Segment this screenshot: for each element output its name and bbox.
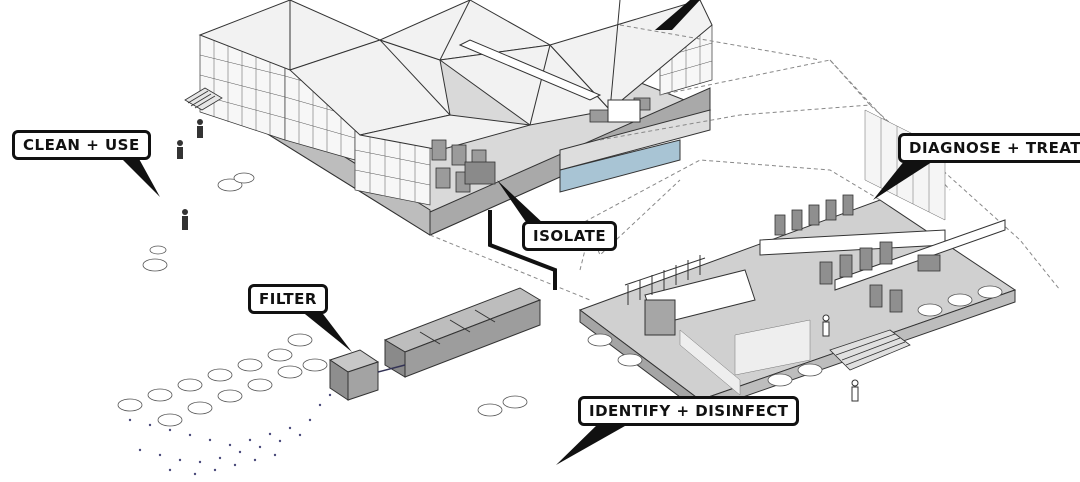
filter-label: FILTER xyxy=(248,284,328,314)
tent-canopy-outline xyxy=(429,24,1061,301)
isolate-label: ISOLATE xyxy=(522,221,618,251)
glass-facade xyxy=(199,24,713,206)
identify-disinfect-label: IDENTIFY + DISINFECT xyxy=(578,396,800,426)
main-building xyxy=(184,0,713,236)
crop-field xyxy=(128,393,332,476)
callout-pointers xyxy=(118,0,935,465)
water-pool xyxy=(559,139,681,193)
diagnose-treat-label: DIAGNOSE + TREAT xyxy=(898,133,1080,163)
shrubs xyxy=(117,172,1003,427)
holding-tank xyxy=(383,287,542,378)
entry-stairs xyxy=(184,87,223,111)
platform-stairs xyxy=(829,329,911,371)
clean-use-label: CLEAN + USE xyxy=(12,130,151,160)
waste-pipe xyxy=(488,210,557,290)
people xyxy=(177,119,859,402)
filter-box xyxy=(328,349,380,401)
